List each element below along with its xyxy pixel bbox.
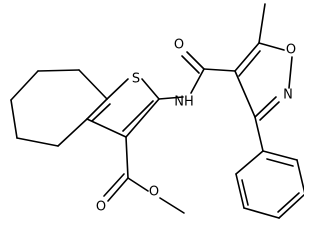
bond-amide	[203, 68, 236, 72]
bond-phenyl	[243, 207, 280, 219]
bond-phenyl	[266, 158, 294, 167]
bond-phenyl	[235, 150, 264, 175]
bond-methyl	[258, 3, 266, 44]
molecule-structure-diagram: S O O N NH O O	[10, 3, 304, 219]
bond-ester	[103, 173, 125, 197]
bond-phenyl	[278, 193, 304, 219]
bond-cyclohexane	[78, 69, 108, 100]
bond-amide	[186, 51, 205, 70]
bond-cyclohexane	[10, 99, 18, 139]
atom-label-sulfur: S	[132, 72, 140, 87]
bond-thiophene	[125, 98, 160, 138]
bond-thiophene	[106, 78, 129, 100]
bond-ester	[107, 177, 129, 202]
bond-isoxazole	[258, 42, 285, 51]
bond-cyclohexane	[57, 118, 88, 147]
atom-label-ester-oxygen: O	[149, 185, 159, 200]
bond-phenyl	[296, 159, 304, 194]
atom-label-amide-oxygen: O	[174, 38, 184, 53]
bond-ester	[125, 136, 129, 179]
bond-thiophene	[141, 78, 160, 100]
bond-amide	[190, 68, 205, 94]
bond-cyclohexane	[10, 70, 39, 101]
bond-phenyl	[254, 116, 264, 152]
bond-isoxazole	[254, 96, 277, 118]
bond-lines	[10, 3, 304, 219]
bond-isoxazole	[234, 42, 260, 72]
bond-thiophene	[86, 98, 108, 120]
atom-label-isoxazole-oxygen: O	[286, 43, 296, 58]
bond-isoxazole	[234, 70, 256, 118]
bond-phenyl	[235, 173, 245, 209]
bond-isoxazole	[288, 56, 293, 89]
bond-isoxazole	[238, 50, 261, 77]
bond-amide	[181, 55, 200, 74]
atom-label-ester-carbonyl-oxygen: O	[96, 200, 106, 215]
bond-cyclohexane	[37, 69, 80, 72]
atom-label-isoxazole-nitrogen: N	[283, 88, 293, 103]
bond-phenyl	[262, 150, 298, 161]
bond-ester	[159, 197, 185, 214]
bond-amide	[158, 96, 184, 100]
bond-ester	[127, 177, 149, 192]
atom-labels: S O O N NH O O	[96, 38, 296, 215]
bond-cyclohexane	[16, 137, 59, 147]
bond-isoxazole	[259, 101, 280, 121]
bond-thiophene	[122, 100, 154, 132]
bond-thiophene	[86, 118, 127, 138]
bond-phenyl	[277, 192, 300, 213]
atom-label-amine-nh: NH	[174, 95, 194, 110]
bond-thiophene	[91, 103, 111, 122]
bond-phenyl	[241, 179, 249, 206]
